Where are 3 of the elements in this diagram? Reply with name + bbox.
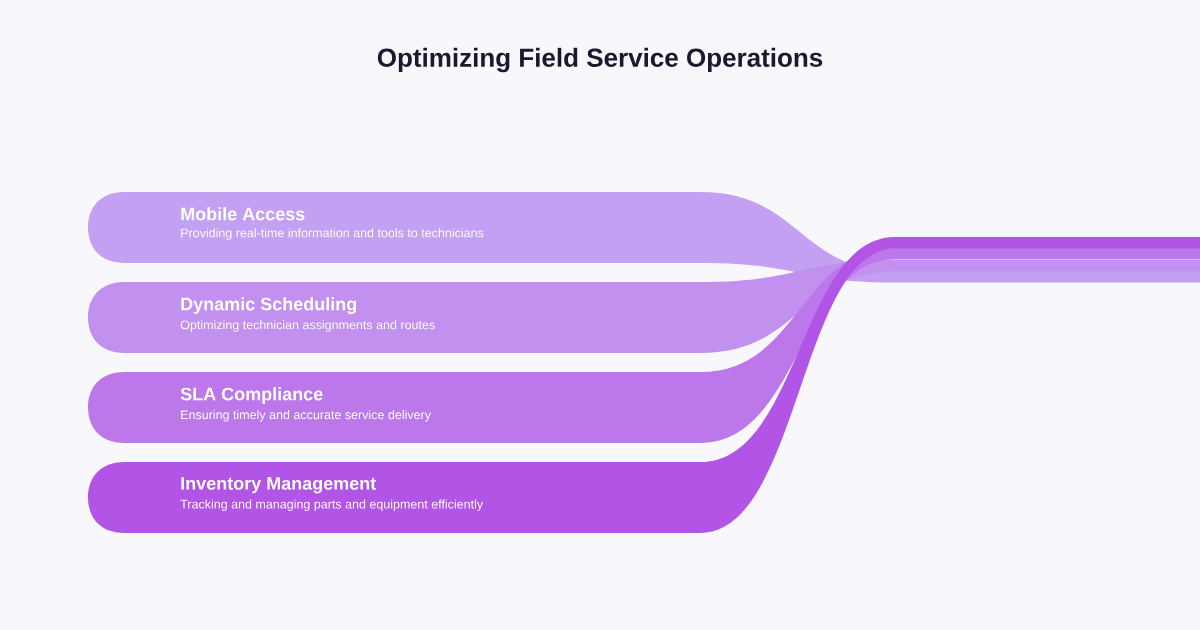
band-box: Mobile Access Providing real-time information and tools to technicians bbox=[88, 192, 1200, 283]
title: Optimizing Field Service Operations bbox=[377, 47, 823, 73]
band-box: Dynamic Scheduling Optimizing technician assignments and routes bbox=[88, 260, 1200, 353]
